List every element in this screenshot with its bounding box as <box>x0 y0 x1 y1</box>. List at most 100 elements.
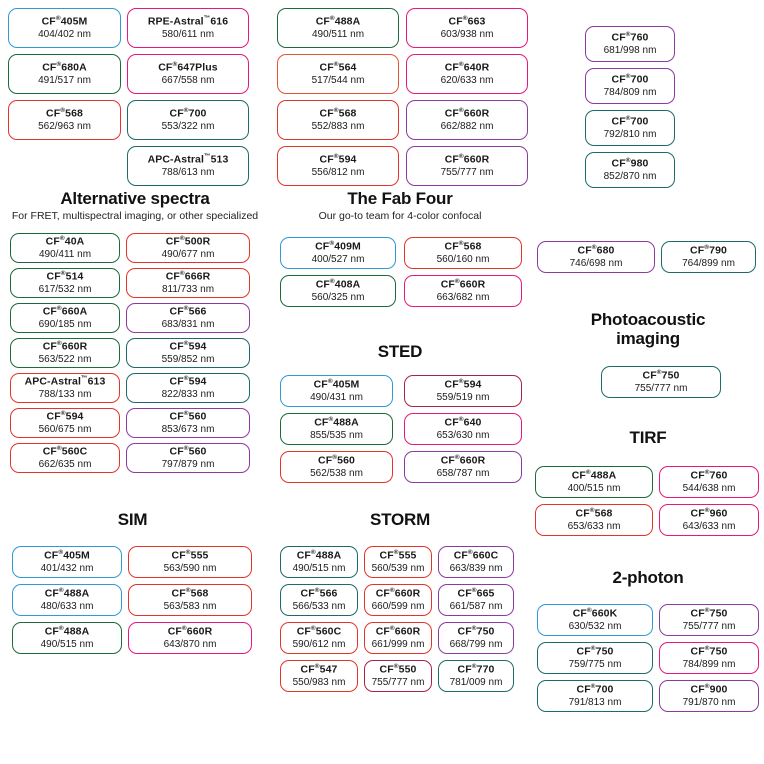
dye-wavelengths: 544/638 nm <box>682 483 736 495</box>
trademark-symbol: ® <box>56 444 62 452</box>
section-title: Alternative spectra <box>60 189 210 208</box>
dye-wavelengths: 550/983 nm <box>292 677 346 689</box>
dye-name: CF®660K <box>572 606 618 620</box>
dye-wavelengths: 667/558 nm <box>161 75 215 87</box>
trademark-symbol: ® <box>329 14 335 22</box>
dye-name: CF®750 <box>690 606 728 620</box>
dye-wavelengths: 563/522 nm <box>38 354 92 366</box>
dye-wavelengths: 663/682 nm <box>436 292 490 304</box>
dye-wavelengths: 759/775 nm <box>568 659 622 671</box>
dye-name: CF®750 <box>690 644 728 658</box>
trademark-symbol: ® <box>60 106 66 114</box>
trademark-symbol: ® <box>56 60 62 68</box>
trademark-symbol: ® <box>591 243 597 251</box>
dye-name: CF®408A <box>315 277 361 291</box>
dye-wavelengths: 853/673 nm <box>161 424 215 436</box>
trademark-symbol: ® <box>467 548 473 556</box>
dye-wavelengths: 791/813 nm <box>568 697 622 709</box>
dye-wavelengths: 643/633 nm <box>682 521 736 533</box>
section-sted: STED <box>275 342 525 362</box>
dye-name: CF®660R <box>444 106 490 120</box>
dye-wavelengths: 662/635 nm <box>38 459 92 471</box>
